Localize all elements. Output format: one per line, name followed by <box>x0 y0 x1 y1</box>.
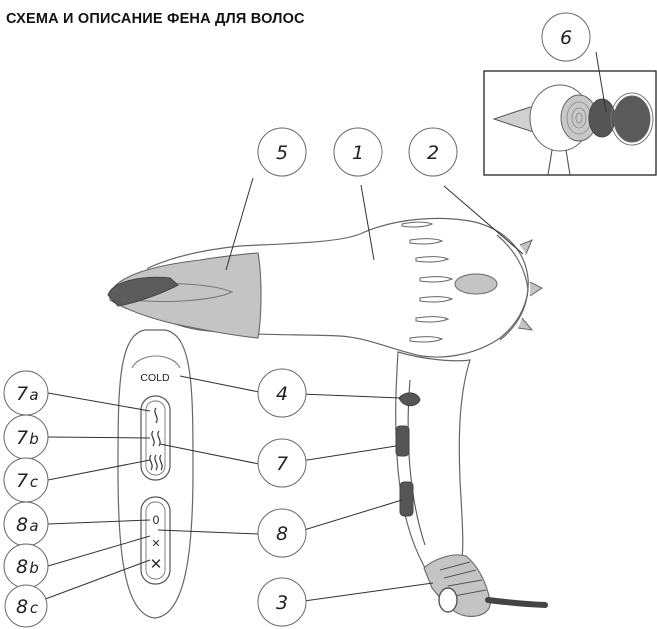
callout-1: 1 <box>334 128 382 176</box>
svg-text:a: a <box>29 517 38 535</box>
speed-switch <box>400 482 413 516</box>
svg-text:2: 2 <box>427 142 439 164</box>
heat-switch <box>396 426 409 456</box>
svg-text:c: c <box>30 599 39 617</box>
inset-filter-cover <box>614 96 650 142</box>
fan-high-icon: ✕ <box>150 555 163 573</box>
svg-text:7: 7 <box>16 427 28 449</box>
badge <box>455 274 497 294</box>
control-panel: COLD 0 ✕ ✕ <box>118 330 193 618</box>
svg-text:8: 8 <box>16 596 28 618</box>
callout-6: 6 <box>542 13 590 61</box>
svg-text:8: 8 <box>16 514 28 536</box>
callout-8c: 8 c <box>5 585 47 627</box>
callout-8b: 8 b <box>4 544 48 588</box>
callout-5: 5 <box>258 128 306 176</box>
svg-text:3: 3 <box>276 592 288 614</box>
callout-3: 3 <box>258 578 306 626</box>
svg-text:5: 5 <box>276 142 288 164</box>
svg-text:b: b <box>29 430 39 448</box>
svg-text:7: 7 <box>16 383 28 405</box>
svg-text:6: 6 <box>560 27 572 49</box>
svg-text:7: 7 <box>16 470 28 492</box>
svg-text:b: b <box>29 559 39 577</box>
fan-low-icon: ✕ <box>151 537 160 550</box>
callout-8: 8 <box>258 509 306 557</box>
callout-7a: 7 a <box>4 371 48 415</box>
svg-text:a: a <box>29 386 38 404</box>
hanging-loop <box>439 588 457 612</box>
callout-8a: 8 a <box>4 502 48 546</box>
cord-guard <box>424 555 490 616</box>
svg-text:4: 4 <box>276 383 288 405</box>
filter-inset <box>484 71 656 175</box>
svg-text:c: c <box>30 473 39 491</box>
svg-text:8: 8 <box>16 556 28 578</box>
power-cord <box>488 600 545 605</box>
svg-text:7: 7 <box>276 453 288 475</box>
handle <box>396 352 470 580</box>
callout-7b: 7 b <box>4 415 48 459</box>
callout-2: 2 <box>409 128 457 176</box>
speed-zero-label: 0 <box>153 513 160 527</box>
cold-label: COLD <box>140 372 170 384</box>
callout-4: 4 <box>258 369 306 417</box>
callout-7: 7 <box>258 439 306 487</box>
svg-text:1: 1 <box>352 142 364 164</box>
callout-7c: 7 c <box>4 458 48 502</box>
svg-text:8: 8 <box>276 523 288 545</box>
